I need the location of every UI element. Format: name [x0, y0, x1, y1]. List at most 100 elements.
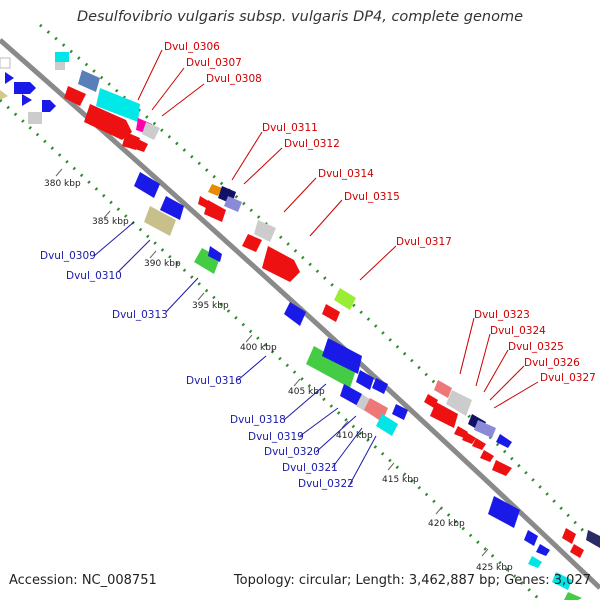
gene-arrow	[22, 94, 32, 106]
accession-label: Accession: NC_008751	[9, 573, 157, 588]
gene-arrow	[372, 378, 388, 394]
gene-arrow	[208, 184, 222, 196]
gene-block	[55, 62, 65, 70]
gene-label: Dvul_0320	[264, 446, 320, 458]
tick-mark	[103, 210, 111, 219]
gene-label: Dvul_0323	[474, 309, 530, 321]
gene-arrow	[96, 88, 140, 122]
gene-label: Dvul_0315	[344, 191, 400, 203]
gene-arrow	[488, 496, 520, 528]
gene-label: Dvul_0321	[282, 462, 338, 474]
tick-mark	[55, 168, 63, 177]
gene-arrow	[462, 432, 476, 444]
gene-arrow	[134, 172, 160, 198]
gene-block	[55, 52, 69, 62]
tick-mark	[435, 506, 443, 515]
gene-arrow	[262, 246, 300, 282]
gene-label: Dvul_0314	[318, 168, 374, 180]
tick-label: 415 kbp	[382, 475, 419, 485]
gene-arrow	[78, 70, 100, 92]
gene-label: Dvul_0308	[206, 73, 262, 85]
tick-mark	[197, 292, 205, 301]
gene-label: Dvul_0317	[396, 236, 452, 248]
gene-arrow	[132, 138, 148, 152]
gene-label: Dvul_0312	[284, 138, 340, 150]
gene-label: Dvul_0319	[248, 431, 304, 443]
tick-mark	[481, 548, 489, 557]
tick-label: 380 kbp	[44, 179, 81, 189]
gene-arrow	[204, 200, 226, 222]
tick-label: 410 kbp	[336, 431, 373, 441]
gene-arrow	[528, 556, 542, 568]
gene-label: Dvul_0324	[490, 325, 546, 337]
gene-label: Dvul_0307	[186, 57, 242, 69]
gene-arrow	[552, 572, 572, 590]
gene-arrow	[570, 544, 584, 558]
gene-label: Dvul_0318	[230, 414, 286, 426]
gene-arrow	[472, 438, 486, 450]
gene-label: Dvul_0311	[262, 122, 318, 134]
gene-arrow	[144, 206, 176, 236]
gene-arrow	[376, 414, 398, 436]
gene-label: Dvul_0316	[186, 375, 242, 387]
gene-arrow	[242, 234, 262, 252]
gene-arrow	[64, 86, 86, 106]
gene-block	[0, 57, 11, 69]
gene-arrow	[430, 402, 458, 428]
gene-arrow	[356, 370, 374, 390]
gene-arrow	[14, 82, 36, 94]
gene-arrow	[284, 302, 306, 326]
gene-label: Dvul_0322	[298, 478, 354, 490]
gene-arrow	[142, 122, 160, 140]
gene-arrow	[0, 90, 8, 100]
gene-arrow	[334, 288, 356, 310]
gene-arrow	[496, 434, 512, 448]
gene-arrow	[42, 100, 56, 112]
gene-label: Dvul_0310	[66, 270, 122, 282]
gene-block	[28, 112, 42, 124]
gene-arrow	[446, 390, 472, 416]
topology-label: Topology: circular; Length: 3,462,887 bp…	[233, 573, 591, 588]
gene-arrow	[474, 420, 496, 438]
tick-label: 425 kbp	[476, 563, 513, 573]
gene-arrow	[562, 528, 576, 544]
gene-arrow	[524, 530, 538, 546]
tick-mark	[341, 420, 349, 429]
tick-mark	[387, 462, 395, 471]
gene-arrow	[160, 196, 184, 220]
gene-label: Dvul_0326	[524, 357, 580, 369]
tick-label: 400 kbp	[240, 343, 277, 353]
gene-label: Dvul_0325	[508, 341, 564, 353]
map-title: Desulfovibrio vulgaris subsp. vulgaris D…	[76, 9, 524, 25]
tick-label: 385 kbp	[92, 217, 129, 227]
tick-marks	[55, 168, 489, 557]
tick-mark	[293, 378, 301, 387]
tick-mark	[149, 250, 157, 259]
tick-label: 420 kbp	[428, 519, 465, 529]
gene-arrow	[322, 338, 362, 374]
gene-arrow	[586, 530, 600, 548]
gene-arrow	[536, 544, 550, 556]
gene-arrow	[84, 104, 132, 140]
gene-arrow	[208, 246, 222, 262]
gene-arrow	[322, 304, 340, 322]
gene-label: Dvul_0309	[40, 250, 96, 262]
outer-dotted-track	[39, 23, 600, 550]
gene-arrow	[5, 72, 14, 84]
gene-arrow	[434, 380, 452, 398]
gene-arrow	[564, 592, 582, 600]
gene-arrow	[306, 346, 356, 388]
gene-arrow	[492, 460, 512, 476]
gene-label: Dvul_0313	[112, 309, 168, 321]
gene-arrow	[392, 404, 408, 420]
tick-label: 390 kbp	[144, 259, 181, 269]
gene-arrow	[224, 196, 242, 212]
gene-label: Dvul_0327	[540, 372, 596, 384]
tick-label: 395 kbp	[192, 301, 229, 311]
gene-arrow	[254, 220, 276, 242]
gene-arrow	[480, 450, 494, 462]
gene-arrow	[424, 394, 438, 408]
tick-mark	[245, 334, 253, 343]
gene-arrow	[340, 384, 362, 406]
